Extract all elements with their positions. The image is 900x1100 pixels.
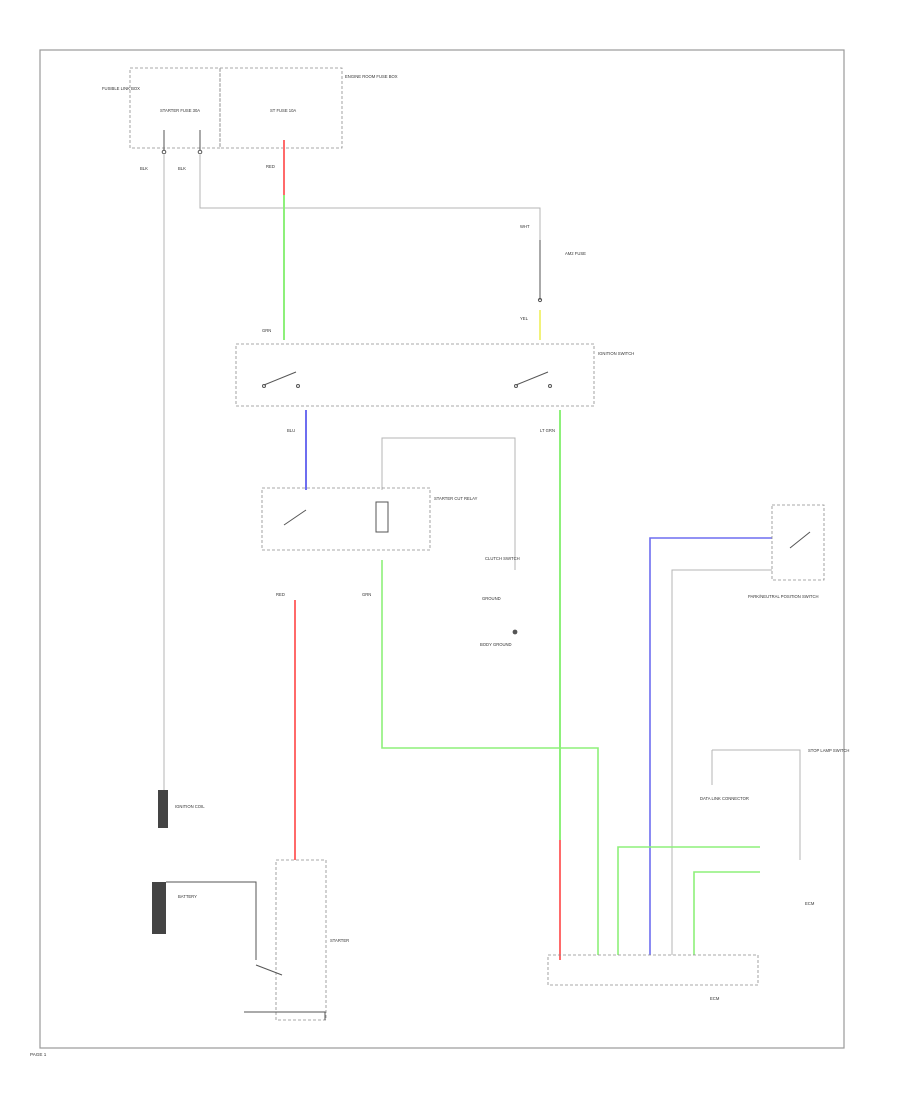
wire-label-blu: BLU xyxy=(287,428,295,433)
wire-gray-top xyxy=(199,155,541,240)
wire-label-yel: YEL xyxy=(520,316,529,321)
starter-cut-relay-box xyxy=(261,487,431,551)
wire-label-red-top: RED xyxy=(266,164,275,169)
starter-cut-relay-label: STARTER CUT RELAY xyxy=(434,496,478,501)
wire-gray-relay-top xyxy=(381,437,516,570)
wire-label-lt-grn: LT GRN xyxy=(540,428,555,433)
fuse-starter-label: STARTER FUSE 30A xyxy=(160,108,200,113)
ignition-coil-label: IGNITION COIL xyxy=(175,804,205,809)
wire-gray-body xyxy=(712,749,801,860)
ignition-coil: IGNITION COIL xyxy=(158,790,205,828)
park-neutral-switch-label: PARK/NEUTRAL POSITION SWITCH xyxy=(748,594,819,599)
engine-room-fuse-box xyxy=(219,67,343,149)
starter-box xyxy=(275,859,327,1021)
fuse-st-label: ST FUSE 10A xyxy=(270,108,296,113)
ecm-right-label: ECM xyxy=(805,901,815,906)
wire-label-blk-2: BLK xyxy=(178,166,186,171)
wire-gray-pns xyxy=(671,569,772,955)
wire-green-relay xyxy=(381,560,599,955)
starter-label: STARTER xyxy=(330,938,349,943)
data-link-connector-label: DATA LINK CONNECTOR xyxy=(700,796,749,801)
data-link-connector: DATA LINK CONNECTOR STOP LAMP SWITCH xyxy=(700,748,849,801)
battery-starter: BATTERY STARTER xyxy=(152,859,349,1021)
park-neutral-switch-box xyxy=(771,504,825,581)
battery-body xyxy=(152,882,166,934)
body-ground-label: BODY GROUND xyxy=(480,642,512,647)
ground-label: GROUND xyxy=(482,596,501,601)
am2-fuse: AM2 FUSE WHT YEL xyxy=(520,224,586,321)
ignition-coil-body xyxy=(158,790,168,828)
clutch-switch-label: CLUTCH SWITCH xyxy=(485,556,520,561)
fuse-box-group: FUSIBLE LINK BOX ENGINE ROOM FUSE BOX ST… xyxy=(102,67,398,171)
wire-label-wht-am2: WHT xyxy=(520,224,530,229)
wire-label-grn-relay: GRN xyxy=(362,592,371,597)
fusible-link-box-label: FUSIBLE LINK BOX xyxy=(102,86,140,91)
ecm: ECM ECM xyxy=(547,901,815,1001)
wire-blue-pns xyxy=(649,537,772,955)
starter-cut-relay: STARTER CUT RELAY RED GRN xyxy=(261,487,478,597)
wire-label-blk-1: BLK xyxy=(140,166,148,171)
wire-green-clutch-1 xyxy=(617,846,760,955)
fuse-terminal-2 xyxy=(197,149,203,155)
clutch-switch-area: CLUTCH SWITCH GROUND BODY GROUND xyxy=(480,556,520,647)
ignition-switch: IGNITION SWITCH GRN LT GRN BLU xyxy=(235,328,634,433)
park-neutral-switch: PARK/NEUTRAL POSITION SWITCH xyxy=(748,504,825,599)
ground-point xyxy=(512,629,518,635)
engine-room-fuse-box-label: ENGINE ROOM FUSE BOX xyxy=(345,74,398,79)
wire-label-grn-ign: GRN xyxy=(262,328,271,333)
fuse-terminal-1 xyxy=(161,149,167,155)
ecm-label: ECM xyxy=(710,996,720,1001)
fusible-link-box xyxy=(129,67,221,149)
stop-lamp-switch-label: STOP LAMP SWITCH xyxy=(808,748,849,753)
am2-fuse-label: AM2 FUSE xyxy=(565,251,586,256)
wire-green-clutch-2 xyxy=(693,871,760,955)
ignition-switch-label: IGNITION SWITCH xyxy=(598,351,634,356)
diagram-frame xyxy=(39,49,845,1049)
ecm-box xyxy=(547,954,759,986)
wire-label-red-relay: RED xyxy=(276,592,285,597)
page-ref-label: PAGE 1 xyxy=(30,1052,47,1057)
battery-label: BATTERY xyxy=(178,894,197,899)
